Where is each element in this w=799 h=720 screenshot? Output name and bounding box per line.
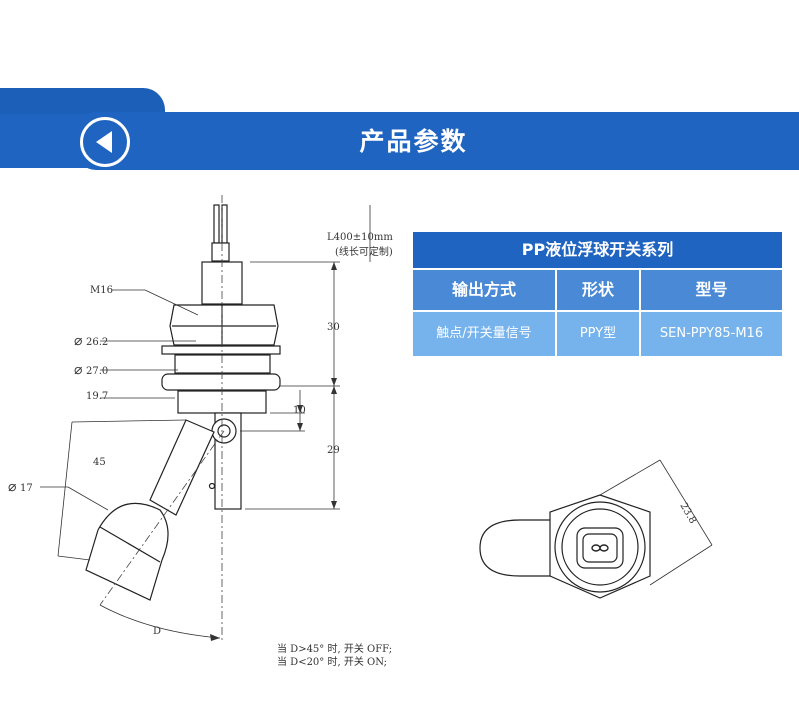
dia-2-label: 27.0 bbox=[86, 366, 108, 377]
dia-float-label: 17 bbox=[20, 483, 33, 494]
dim-10-label: 10 bbox=[293, 405, 306, 416]
dia-symbol-2: ⌀ bbox=[74, 362, 82, 378]
cell-shape: PPY型 bbox=[557, 312, 639, 356]
back-button[interactable] bbox=[80, 117, 130, 167]
thread-label: M16 bbox=[90, 285, 113, 296]
note-on: 当 D<20° 时, 开关 ON; bbox=[277, 655, 387, 668]
page-title: 产品参数 bbox=[359, 127, 468, 156]
spec-table-title: PP液位浮球开关系列 bbox=[413, 232, 782, 268]
dia-1-label: 26.2 bbox=[86, 337, 108, 348]
table-row: 触点/开关量信号 PPY型 SEN-PPY85-M16 bbox=[413, 312, 782, 356]
hex-width-label: 23.8 bbox=[677, 501, 698, 526]
cell-model: SEN-PPY85-M16 bbox=[641, 312, 782, 356]
dim-45-label: 45 bbox=[93, 457, 106, 468]
cell-output: 触点/开关量信号 bbox=[413, 312, 555, 356]
dim-29-label: 29 bbox=[327, 445, 340, 456]
note-off: 当 D>45° 时, 开关 OFF; bbox=[277, 642, 392, 655]
cable-length-label: L400±10mm bbox=[327, 232, 393, 243]
angle-label: D bbox=[153, 626, 161, 637]
header-model: 型号 bbox=[641, 270, 782, 310]
dim-30-label: 30 bbox=[327, 322, 340, 333]
spec-table-header: 输出方式 形状 型号 bbox=[413, 270, 782, 310]
dia-symbol-1: ⌀ bbox=[74, 333, 82, 349]
banner-bar-cap bbox=[76, 112, 799, 170]
cable-length-note: (线长可定制) bbox=[335, 245, 393, 258]
header-output: 输出方式 bbox=[413, 270, 555, 310]
dim-19-7-label: 19.7 bbox=[86, 391, 108, 402]
dia-symbol-3: ⌀ bbox=[8, 479, 16, 495]
chevron-left-icon bbox=[96, 131, 112, 153]
header-shape: 形状 bbox=[557, 270, 639, 310]
